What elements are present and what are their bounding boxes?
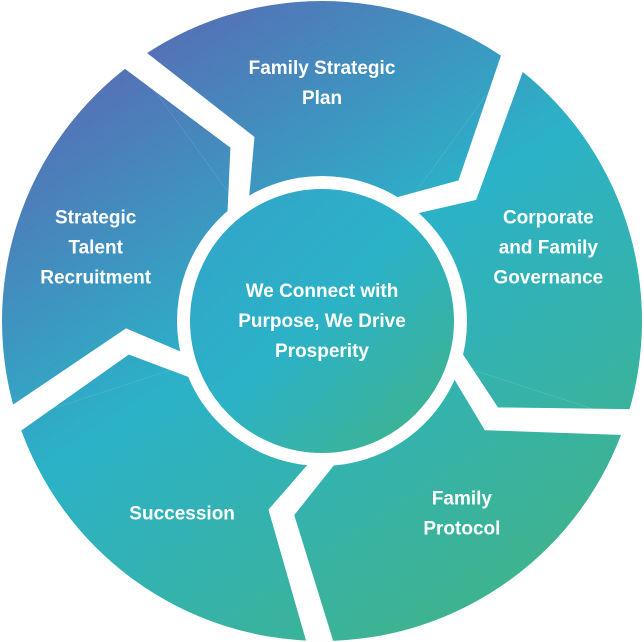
segment-family-strategic-plan: [133, 0, 511, 204]
segment-label-line: Corporate: [503, 207, 594, 228]
center-label-line: We Connect with: [246, 281, 399, 302]
segment-strategic-talent-recruitment: [1, 62, 237, 420]
segment-label-succession: Succession: [129, 504, 235, 525]
segment-label-line: Plan: [302, 88, 342, 109]
segment-label-line: Recruitment: [40, 267, 152, 288]
segment-corporate-family-governance: [407, 62, 642, 420]
segment-label-line: Talent: [68, 237, 123, 258]
center-circle: [178, 177, 466, 465]
segment-label-line: Family: [432, 489, 493, 510]
segment-succession: [17, 365, 322, 641]
segment-label-line: Strategic: [55, 207, 137, 228]
center-label-line: Prosperity: [275, 341, 369, 362]
segment-label-line: and Family: [499, 237, 599, 258]
segment-family-protocol: [322, 365, 627, 641]
segment-label-line: Succession: [129, 504, 235, 525]
segment-label-line: Family Strategic: [249, 58, 396, 79]
segment-label-line: Protocol: [423, 519, 500, 540]
center-label-line: Purpose, We Drive: [238, 311, 406, 332]
segment-label-line: Governance: [493, 267, 603, 288]
